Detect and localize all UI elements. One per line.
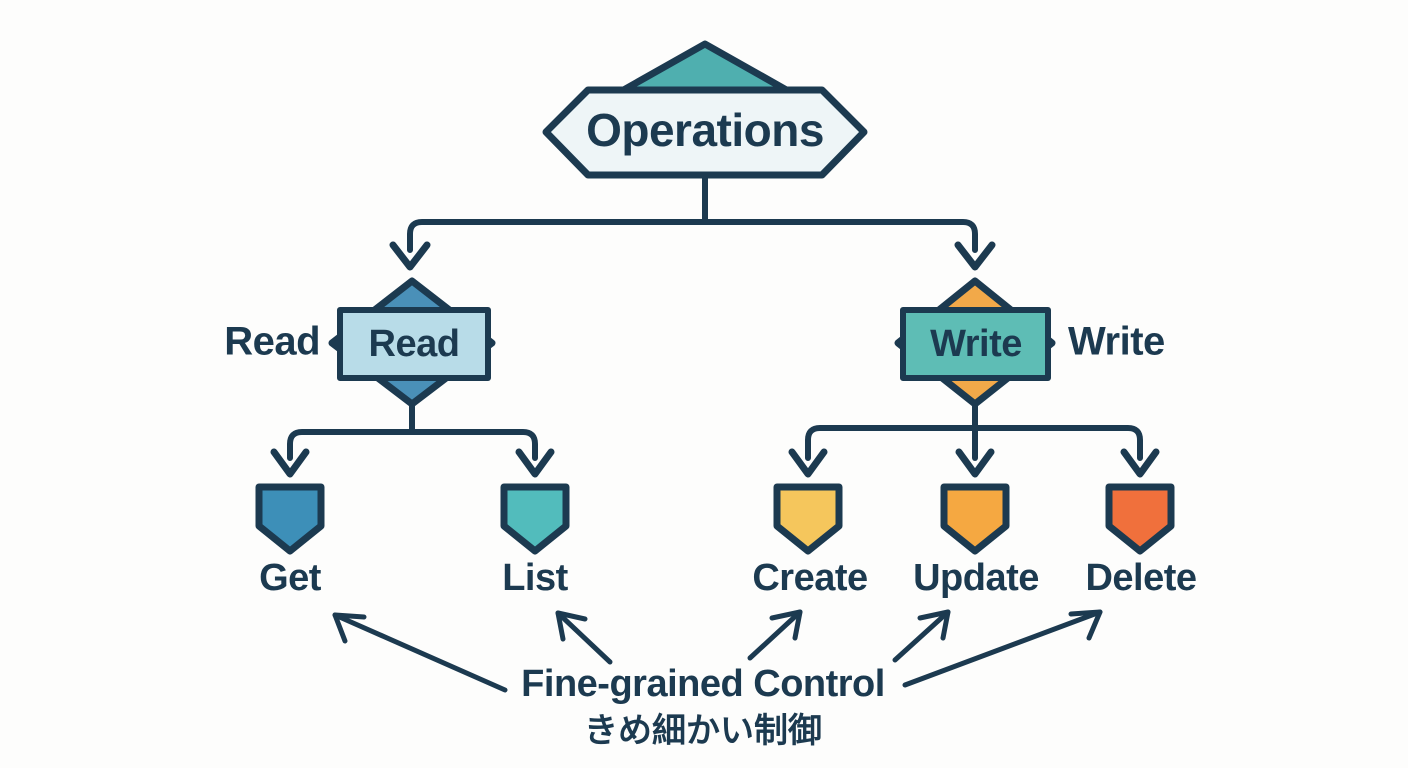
node-delete[interactable]: Delete [1085, 483, 1197, 599]
connector-write-to-delete [972, 425, 1143, 461]
annotation-arrowhead-get [332, 612, 367, 644]
list-label: List [502, 557, 568, 599]
delete-label: Delete [1085, 557, 1196, 599]
read-rect [337, 307, 491, 381]
get-label: Get [259, 557, 322, 599]
annotation-arrowhead-list [555, 610, 588, 642]
annotation-arrow-delete [902, 609, 1103, 688]
node-operations[interactable]: Operations [542, 40, 868, 179]
annotation-arrow-get [332, 612, 508, 693]
annotation-label: Fine-grained Control きめ細かい制御 [521, 663, 885, 750]
arrowhead-delete [1120, 448, 1160, 478]
arrowhead-write [954, 241, 996, 271]
create-shield [773, 483, 843, 555]
node-create[interactable]: Create [752, 483, 868, 599]
node-update[interactable]: Update [913, 483, 1039, 599]
annotation-arrowhead-delete [1068, 609, 1103, 641]
write-node-label: Write [930, 323, 1022, 365]
connector-read-to-list [409, 429, 538, 461]
node-read[interactable]: Read [328, 277, 496, 408]
node-write[interactable]: Write [894, 277, 1056, 408]
arrowhead-get [270, 448, 310, 478]
arrowhead-update [955, 448, 995, 478]
operations-cap-triangle [616, 40, 794, 96]
arrowhead-list [515, 448, 555, 478]
annotation-text-en: Fine-grained Control [521, 663, 885, 705]
connector-write-to-create [805, 425, 978, 461]
write-rect [900, 307, 1051, 381]
update-shield [940, 483, 1010, 555]
delete-shield [1105, 483, 1175, 555]
annotation-arrow-update [892, 609, 951, 663]
annotation-text-jp: きめ細かい制御 [584, 712, 822, 750]
update-label: Update [913, 557, 1039, 599]
connector-root-to-read [407, 219, 708, 253]
read-side-label: Read [224, 320, 320, 364]
annotation-arrow-create [747, 609, 803, 661]
write-side-label: Write [1068, 320, 1165, 364]
annotation-arrow-list [555, 610, 613, 665]
arrowhead-create [788, 448, 828, 478]
node-get[interactable]: Get [255, 483, 325, 599]
connector-read-to-get [287, 429, 415, 461]
list-shield [500, 483, 570, 555]
node-list[interactable]: List [500, 483, 570, 599]
annotation-pointer-group [332, 609, 1103, 693]
annotation-arrowhead-create [769, 609, 803, 641]
read-node-label: Read [369, 323, 460, 365]
operations-hexagon [542, 86, 868, 179]
create-label: Create [752, 557, 867, 599]
connector-root-to-write [702, 219, 978, 253]
annotation-arrowhead-update [917, 609, 951, 641]
get-shield [255, 483, 325, 555]
arrowhead-read [389, 241, 431, 271]
operations-label: Operations [586, 104, 824, 156]
